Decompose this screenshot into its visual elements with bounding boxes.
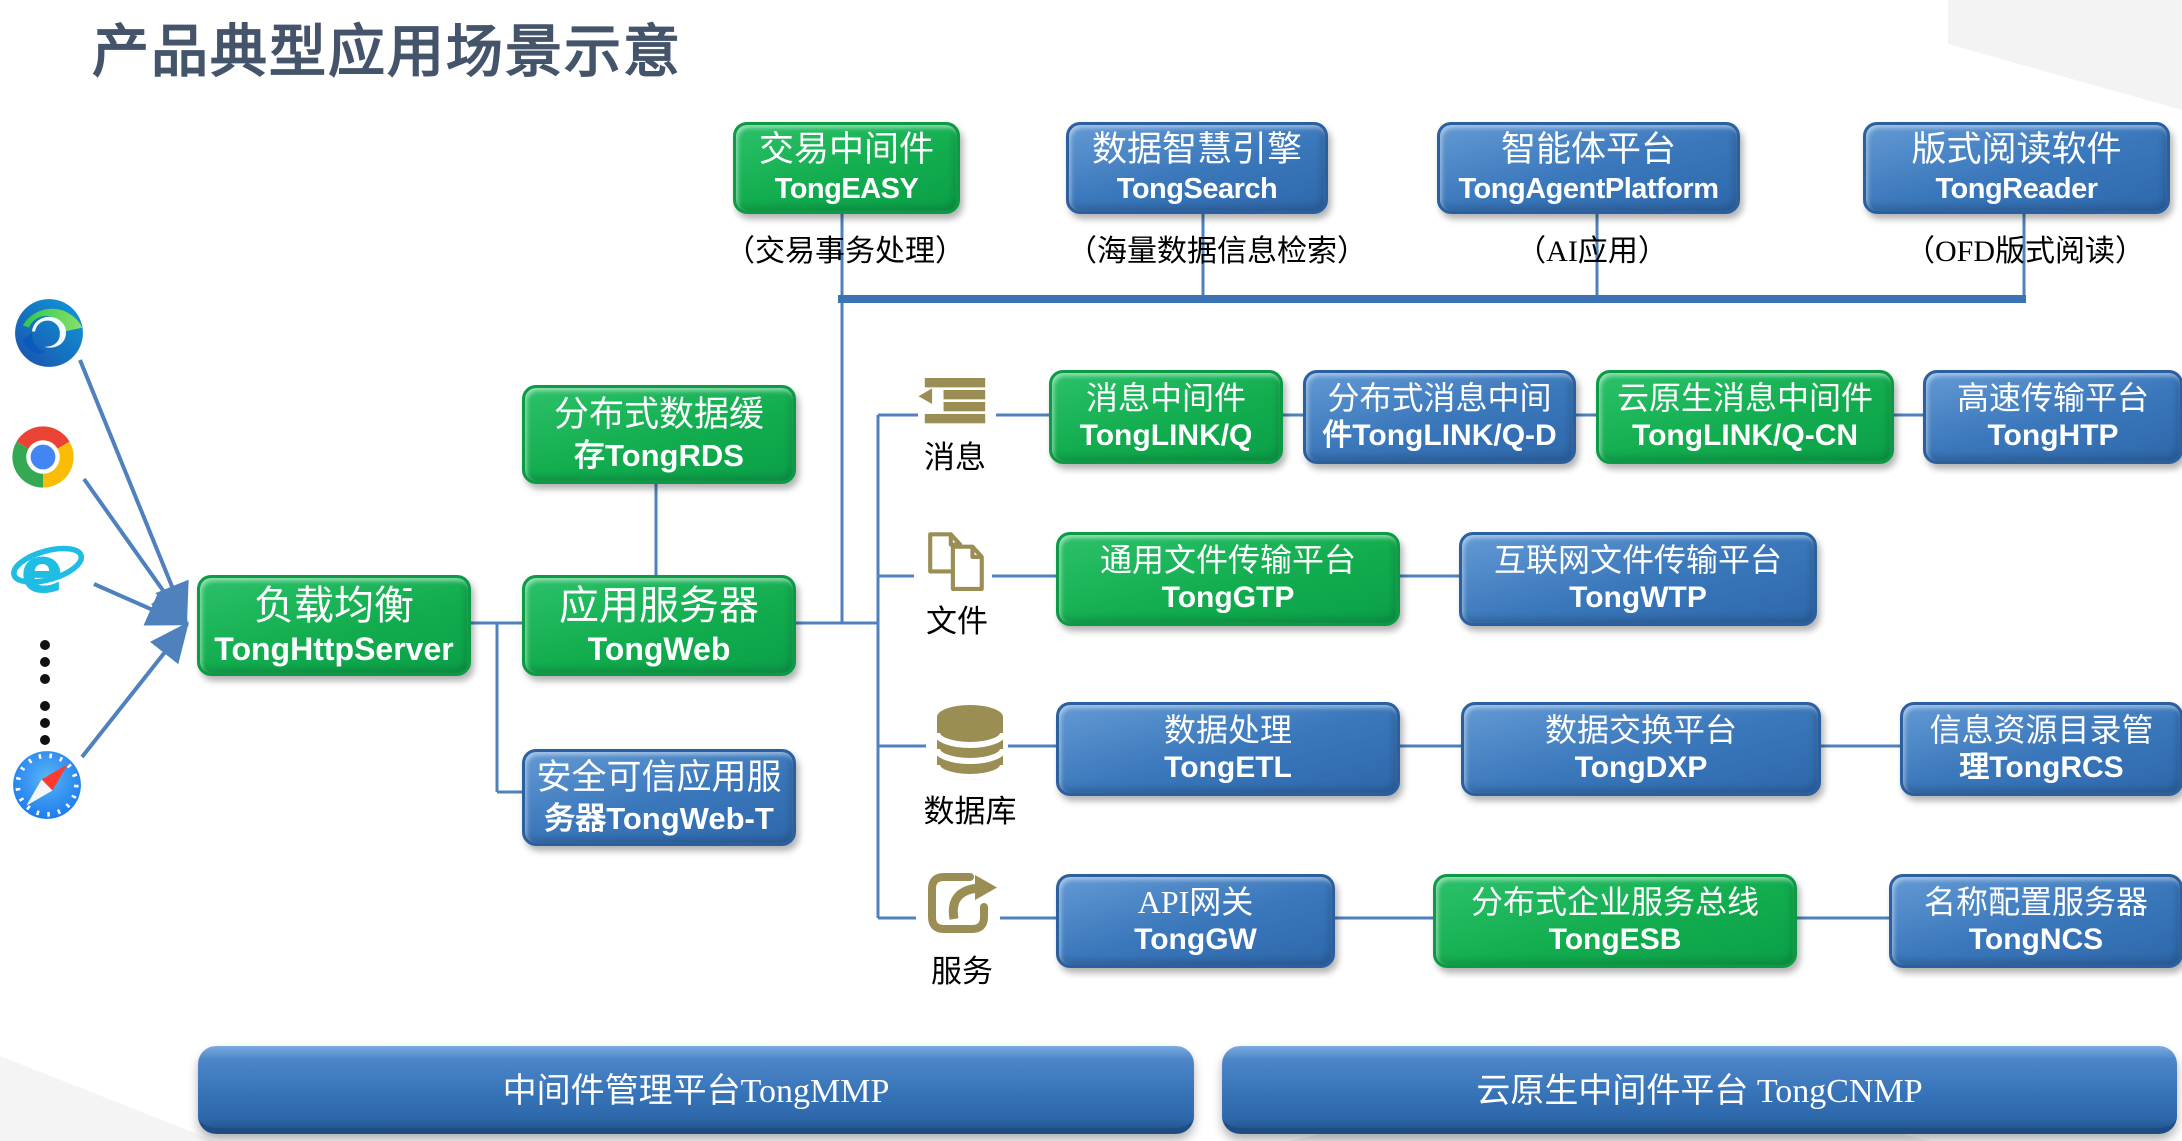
product-name-en: TongSearch bbox=[1116, 172, 1278, 205]
product-name-cn: 交易中间件 bbox=[758, 129, 934, 169]
file-icon bbox=[928, 532, 984, 591]
product-name-cn: 安全可信应用服 bbox=[536, 758, 782, 798]
product-name-en: TongAgentPlatform bbox=[1458, 172, 1720, 205]
category-label: 服务 bbox=[931, 954, 993, 989]
product-box-tongweb-t: 安全可信应用服 务器TongWeb-T bbox=[522, 749, 796, 846]
product-name-cn: 信息资源目录管 bbox=[1929, 712, 2154, 749]
database-icon bbox=[934, 705, 1006, 780]
product-box-tongeasy: 交易中间件 TongEASY bbox=[733, 122, 960, 214]
product-note: （海量数据信息检索） bbox=[1067, 235, 1367, 268]
product-name-cn: 智能体平台 bbox=[1500, 129, 1676, 169]
product-name-en: TongHttpServer bbox=[214, 631, 454, 668]
product-note: （OFD版式阅读） bbox=[1904, 235, 2146, 268]
product-name-en: 件TongLINK/Q-D bbox=[1322, 419, 1557, 453]
product-name-en: TongEASY bbox=[774, 172, 919, 205]
product-note: （AI应用） bbox=[1516, 235, 1668, 268]
ellipsis-dots bbox=[40, 636, 50, 749]
product-box-tongweb: 应用服务器 TongWeb bbox=[522, 575, 796, 676]
category-service: 服务 bbox=[916, 866, 1008, 991]
platform-bar-label: 中间件管理平台TongMMP bbox=[502, 1072, 890, 1110]
product-name-cn: 分布式消息中间 bbox=[1327, 380, 1552, 417]
category-database: 数据库 bbox=[922, 702, 1018, 831]
product-box-tonghttpserver: 负载均衡 TongHttpServer bbox=[197, 575, 471, 676]
product-name-en: TongETL bbox=[1164, 751, 1292, 785]
product-name-cn: 数据智慧引擎 bbox=[1091, 129, 1302, 169]
product-name-cn: 云原生消息中间件 bbox=[1616, 380, 1873, 417]
product-box-tongetl: 数据处理 TongETL bbox=[1056, 702, 1400, 796]
product-box-tongncs: 名称配置服务器 TongNCS bbox=[1889, 874, 2182, 968]
product-name-en: TongLINK/Q bbox=[1079, 419, 1253, 453]
product-name-cn: 数据处理 bbox=[1163, 712, 1292, 749]
product-box-tongdxp: 数据交换平台 TongDXP bbox=[1461, 702, 1821, 796]
product-box-tongsearch: 数据智慧引擎 TongSearch bbox=[1066, 122, 1328, 214]
product-box-tonglinkq-cn: 云原生消息中间件 TongLINK/Q-CN bbox=[1596, 370, 1894, 464]
product-name-cn: 高速传输平台 bbox=[1956, 380, 2149, 417]
category-file: 文件 bbox=[914, 526, 1000, 641]
product-box-tonggtp: 通用文件传输平台 TongGTP bbox=[1056, 532, 1400, 626]
product-box-tongrds: 分布式数据缓 存TongRDS bbox=[522, 385, 796, 484]
product-name-cn: 数据交换平台 bbox=[1544, 712, 1737, 749]
product-name-cn: 负载均衡 bbox=[254, 582, 414, 628]
category-label: 文件 bbox=[926, 604, 988, 639]
page-title: 产品典型应用场景示意 bbox=[92, 20, 682, 84]
message-icon bbox=[918, 378, 986, 424]
safari-icon bbox=[10, 748, 84, 827]
product-name-cn: 名称配置服务器 bbox=[1923, 884, 2148, 921]
service-icon bbox=[928, 873, 997, 933]
svg-text:e: e bbox=[21, 533, 64, 607]
product-box-tongreader: 版式阅读软件 TongReader bbox=[1863, 122, 2170, 214]
category-message: 消息 bbox=[910, 378, 1000, 477]
product-name-en: TongDXP bbox=[1574, 751, 1708, 785]
product-name-en: TongGW bbox=[1134, 923, 1257, 957]
product-name-cn: 消息中间件 bbox=[1085, 380, 1246, 417]
product-box-tonglinkq-d: 分布式消息中间 件TongLINK/Q-D bbox=[1303, 370, 1576, 464]
product-note: （交易事务处理） bbox=[725, 235, 965, 268]
edge-icon bbox=[12, 296, 86, 375]
product-box-tongrcs: 信息资源目录管 理TongRCS bbox=[1900, 702, 2182, 796]
product-name-cn: 通用文件传输平台 bbox=[1099, 542, 1356, 579]
product-name-cn: 互联网文件传输平台 bbox=[1493, 542, 1782, 579]
product-name-cn: 分布式企业服务总线 bbox=[1470, 884, 1759, 921]
product-name-cn: 应用服务器 bbox=[559, 582, 759, 628]
product-name-en: TongNCS bbox=[1968, 923, 2104, 957]
platform-bar-label: 云原生中间件平台 TongCNMP bbox=[1476, 1072, 1923, 1110]
platform-bar-tongmmp: 中间件管理平台TongMMP bbox=[198, 1046, 1194, 1134]
product-name-cn: API网关 bbox=[1137, 884, 1254, 921]
category-label: 数据库 bbox=[923, 794, 1017, 829]
product-box-tongesb: 分布式企业服务总线 TongESB bbox=[1433, 874, 1797, 968]
product-box-tonghtp: 高速传输平台 TongHTP bbox=[1923, 370, 2182, 464]
platform-bar-tongcnmp: 云原生中间件平台 TongCNMP bbox=[1222, 1046, 2177, 1134]
product-name-en: TongHTP bbox=[1987, 419, 2119, 453]
product-name-en: TongLINK/Q-CN bbox=[1631, 419, 1859, 453]
product-name-en: TongWeb bbox=[587, 631, 731, 668]
product-name-en: TongESB bbox=[1548, 923, 1682, 957]
product-name-cn: 分布式数据缓 bbox=[553, 395, 764, 435]
product-name-cn: 版式阅读软件 bbox=[1911, 129, 2122, 169]
ie-icon: e bbox=[8, 532, 85, 613]
product-name-en: TongReader bbox=[1935, 172, 2098, 205]
product-name-en: 理TongRCS bbox=[1959, 751, 2124, 785]
product-name-en: 存TongRDS bbox=[574, 437, 744, 473]
product-box-tonglinkq: 消息中间件 TongLINK/Q bbox=[1049, 370, 1283, 464]
product-name-en: 务器TongWeb-T bbox=[544, 800, 774, 836]
product-name-en: TongGTP bbox=[1161, 581, 1295, 615]
chrome-icon bbox=[8, 422, 78, 497]
product-name-en: TongWTP bbox=[1569, 581, 1707, 615]
category-label: 消息 bbox=[924, 440, 986, 475]
product-box-tongagentplatform: 智能体平台 TongAgentPlatform bbox=[1437, 122, 1740, 214]
product-box-tonggw: API网关 TongGW bbox=[1056, 874, 1335, 968]
product-box-tongwtp: 互联网文件传输平台 TongWTP bbox=[1459, 532, 1817, 626]
